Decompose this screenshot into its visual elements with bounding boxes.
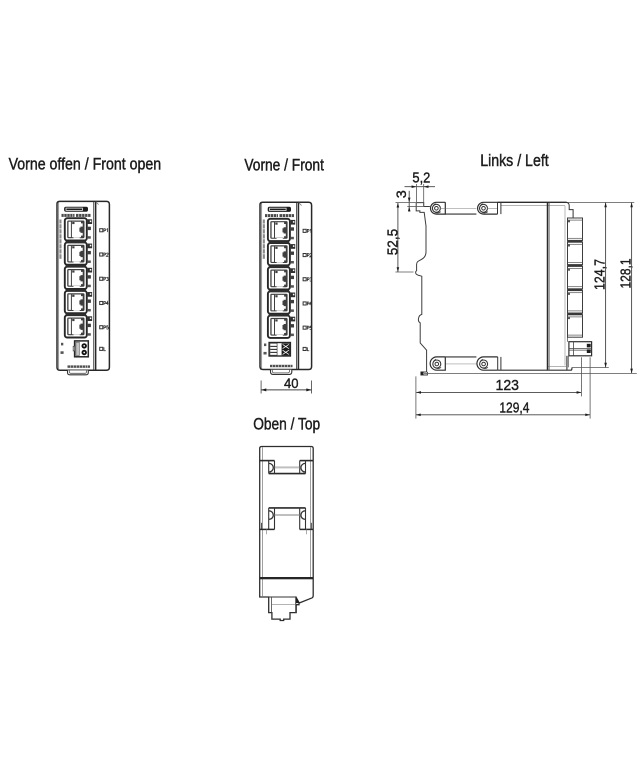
- svg-text:123: 123: [496, 378, 520, 394]
- svg-text:Vorne / Front: Vorne / Front: [244, 157, 324, 175]
- svg-text:Vorne offen / Front open: Vorne offen / Front open: [9, 156, 162, 174]
- svg-text:Oben / Top: Oben / Top: [253, 416, 320, 434]
- svg-text:40: 40: [284, 375, 299, 391]
- svg-text:129,4: 129,4: [499, 401, 529, 417]
- svg-text:52,5: 52,5: [384, 229, 401, 256]
- svg-text:Links / Left: Links / Left: [480, 152, 549, 170]
- svg-text:128,1: 128,1: [618, 259, 635, 289]
- svg-text:5,2: 5,2: [412, 169, 430, 186]
- svg-text:124,7: 124,7: [592, 259, 609, 290]
- svg-text:3: 3: [393, 190, 409, 198]
